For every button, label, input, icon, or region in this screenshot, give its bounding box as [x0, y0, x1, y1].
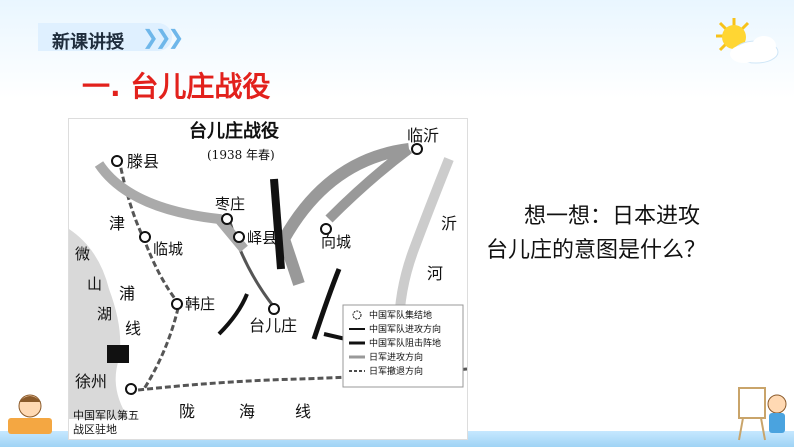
- label-hu: 湖: [97, 305, 112, 323]
- legend-item: 中国军队集结地: [369, 309, 432, 321]
- reading-child-icon: [8, 394, 52, 434]
- chinese-attack-arrow: [217, 293, 249, 336]
- chinese-attack-arrow: [270, 178, 285, 270]
- section-header-bar: [38, 23, 172, 51]
- label-pu: 浦: [119, 284, 135, 303]
- chevron-right-icon: ❯❯❯: [142, 25, 184, 49]
- japanese-advance-arrow: [94, 161, 248, 253]
- label-long: 陇: [179, 402, 195, 421]
- slide-title: 一. 台儿庄战役: [82, 70, 271, 103]
- weishan-lake: [69, 229, 129, 419]
- place-tengxian: 滕县: [127, 152, 159, 171]
- battle-map: 滕县 临沂 枣庄 峄县 向城 临城 韩庄 台儿庄 徐州 台儿庄战役 (1938 …: [68, 118, 468, 440]
- label-hai: 海: [239, 402, 255, 421]
- sun-cloud-icon: [716, 18, 779, 64]
- place-hanzhuang: 韩庄: [185, 295, 215, 313]
- label-yi: 沂: [441, 214, 457, 233]
- japanese-advance-arrow: [277, 143, 410, 286]
- question-line-1: 想一想：日本进攻: [524, 204, 701, 229]
- place-taierzhuang: 台儿庄: [249, 316, 297, 335]
- painting-child-icon: [738, 387, 787, 441]
- legend-item: 日军撤退方向: [369, 365, 423, 377]
- map-title: 台儿庄战役: [189, 120, 279, 142]
- label-jin: 津: [109, 214, 125, 233]
- hq-note-line1: 中国军队第五: [73, 408, 139, 422]
- legend-item: 中国军队阻击阵地: [369, 337, 441, 349]
- map-subtitle: (1938 年春): [207, 148, 275, 162]
- place-zaozhuang: 枣庄: [215, 195, 245, 213]
- hq-flag: [107, 345, 129, 363]
- place-xuzhou: 徐州: [75, 372, 107, 391]
- question-block: 想一想：日本进攻 台儿庄的意图是什么？: [486, 200, 776, 268]
- place-lincheng: 临城: [153, 240, 183, 258]
- legend-item: 日军进攻方向: [369, 351, 423, 363]
- map-legend: 中国军队集结地 中国军队进攻方向 中国军队阻击阵地 日军进攻方向 日军撤退方向: [342, 304, 464, 388]
- label-he: 河: [427, 264, 443, 283]
- place-xiangcheng: 向城: [321, 233, 351, 251]
- section-label: 新课讲授: [52, 32, 124, 53]
- label-shan: 山: [87, 275, 102, 293]
- japanese-advance-arrow: [325, 145, 413, 223]
- place-yixian: 峄县: [247, 229, 277, 247]
- label-wei: 微: [75, 245, 90, 263]
- question-line-2: 台儿庄的意图是什么？: [486, 238, 707, 263]
- chinese-attack-arrow: [311, 268, 342, 340]
- hq-note-line2: 战区驻地: [73, 422, 117, 436]
- label-xian2: 线: [295, 402, 311, 421]
- legend-item: 中国军队进攻方向: [369, 323, 441, 335]
- place-linyi: 临沂: [407, 126, 439, 145]
- label-xian: 线: [125, 319, 141, 338]
